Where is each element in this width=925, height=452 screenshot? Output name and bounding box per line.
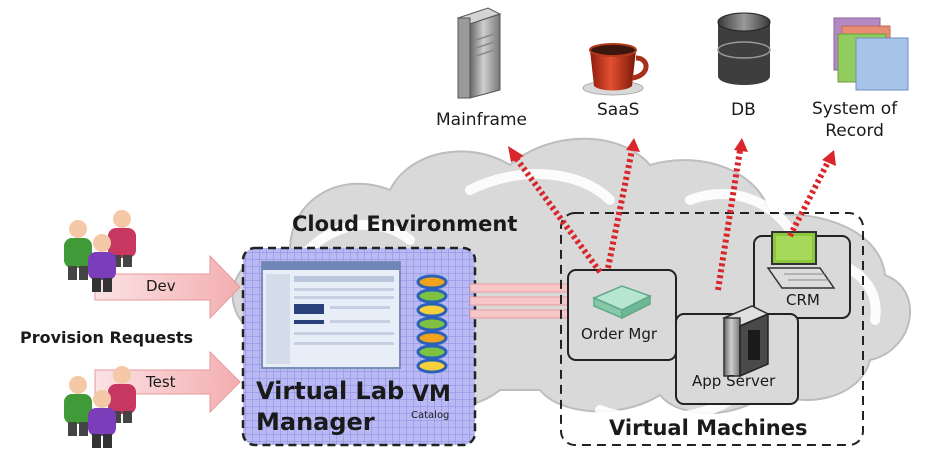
saas-label: SaaS: [597, 100, 640, 120]
db-label: DB: [731, 100, 756, 120]
virtual-machines-box: [560, 212, 864, 446]
lab-manager-title: Virtual Lab Manager: [256, 377, 405, 436]
virtual-machines-label: Virtual Machines: [609, 416, 808, 440]
saas-cup-icon: [582, 43, 649, 96]
mainframe-label: Mainframe: [436, 110, 527, 130]
app-server-icon: [722, 305, 770, 378]
crm-label: CRM: [786, 291, 820, 309]
app-server-label: App Server: [692, 372, 776, 390]
system-of-record-label: System of Record: [812, 99, 898, 141]
catalog-label: Catalog: [411, 410, 450, 421]
vm-catalog-stack-icon: [416, 274, 448, 374]
vm-label: VM: [412, 382, 451, 407]
lab-manager-screenshot-icon: [261, 261, 401, 369]
mainframe-server-icon: [456, 7, 502, 99]
dev-request-label: Dev: [146, 277, 176, 295]
test-request-label: Test: [146, 373, 176, 391]
crm-laptop-icon: [766, 231, 836, 289]
order-mgr-icon: [592, 285, 652, 320]
dev-users-icon: [64, 210, 136, 292]
system-of-record-folders-icon: [833, 17, 909, 91]
order-mgr-label: Order Mgr: [581, 325, 658, 343]
dependency-arrows: [513, 149, 831, 291]
test-users-icon: [64, 366, 136, 448]
dev-request-arrow: [94, 254, 241, 320]
provision-requests-label: Provision Requests: [20, 328, 194, 347]
db-cylinder-icon: [717, 12, 771, 85]
cloud-environment-label: Cloud Environment: [292, 212, 518, 236]
dependency-arrowheads: [508, 138, 836, 166]
